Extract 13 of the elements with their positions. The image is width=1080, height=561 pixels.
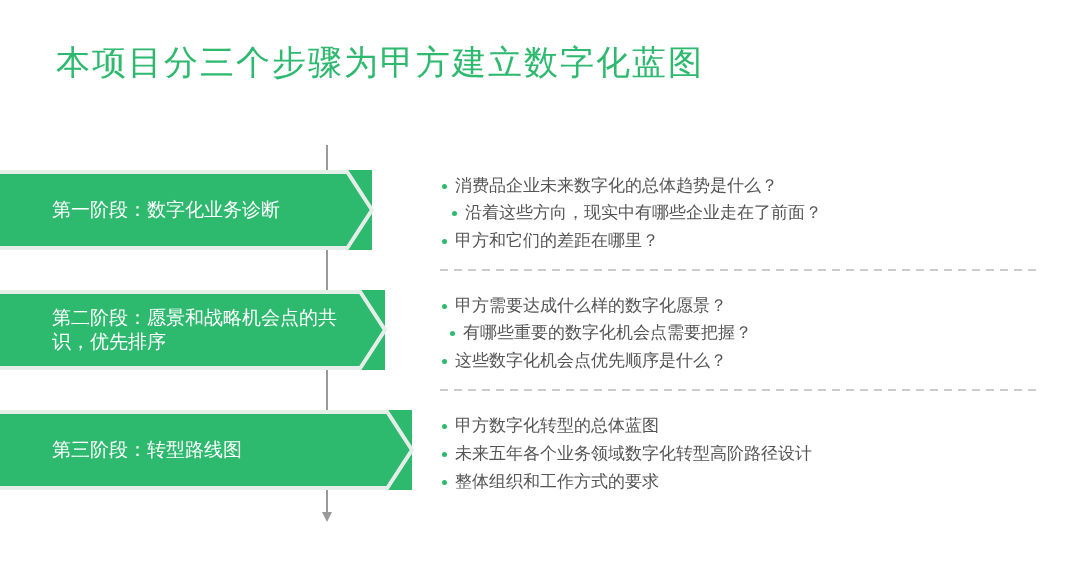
bullet-text: 整体组织和工作方式的要求 [455,471,659,493]
title: 本项目分三个步骤为甲方建立数字化蓝图 [56,41,704,84]
bullet-text: 这些数字化机会点优先顺序是什么？ [455,350,727,372]
stage-label: 第三阶段：转型路线图 [52,438,243,462]
bullet-text: 甲方数字化转型的总体蓝图 [455,415,659,437]
bullet-text: 有哪些重要的数字化机会点需要把握？ [463,322,752,344]
bullet-text: 未来五年各个业务领域数字化转型高阶路径设计 [455,443,812,465]
bullet-text: 甲方和它们的差距在哪里？ [455,230,659,252]
stage-label: 第一阶段：数字化业务诊断 [52,198,281,222]
bullet-text: 甲方需要达成什么样的数字化愿景？ [455,295,727,317]
bullet-text: 消费品企业未来数字化的总体趋势是什么？ [455,175,778,197]
bullet-text: 沿着这些方向，现实中有哪些企业走在了前面？ [465,202,822,224]
stage-label: 第二阶段：愿景和战略机会点的共识，优先排序 [52,306,338,354]
